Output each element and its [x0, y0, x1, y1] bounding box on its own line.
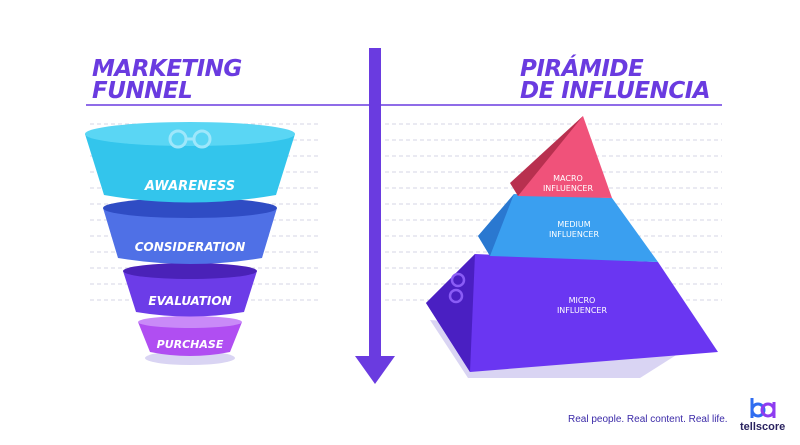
infinity-logo-icon [448, 272, 466, 304]
funnel-label-purchase: PURCHASE [157, 338, 224, 351]
influence-pyramid: MACRO INFLUENCER MEDIUM INFLUENCER MICRO… [426, 116, 718, 378]
marketing-funnel: AWARENESS CONSIDERATION EVALUATION PURCH… [85, 122, 295, 365]
funnel-stage-awareness [85, 122, 295, 203]
pyramid-macro-line2: INFLUENCER [543, 184, 594, 193]
footer-tagline: Real people. Real content. Real life. [568, 414, 728, 425]
pyramid-medium-line2: INFLUENCER [549, 230, 600, 239]
pyramid-micro-line1: MICRO [569, 296, 596, 305]
pyramid-title: PIRÁMIDE DE INFLUENCIA [520, 56, 711, 104]
funnel-label-awareness: AWARENESS [144, 179, 235, 194]
pyramid-tier-medium [478, 194, 658, 262]
pyramid-title-line2: DE INFLUENCIA [520, 78, 711, 104]
footer-brand: tellscore [740, 421, 786, 433]
pyramid-medium-line1: MEDIUM [557, 220, 590, 229]
pyramid-macro-line1: MACRO [553, 174, 583, 183]
pyramid-tier-micro [426, 254, 718, 372]
pyramid-title-line1: PIRÁMIDE [520, 56, 644, 82]
funnel-title-line2: FUNNEL [92, 78, 193, 104]
funnel-stage-evaluation [123, 263, 257, 317]
funnel-stage-purchase [138, 316, 242, 356]
funnel-label-consideration: CONSIDERATION [135, 240, 246, 254]
funnel-label-evaluation: EVALUATION [148, 294, 231, 308]
pyramid-micro-line2: INFLUENCER [557, 306, 608, 315]
tellscore-logo-icon [168, 129, 212, 149]
brand-logo-icon [750, 398, 776, 418]
funnel-title-line1: MARKETING [92, 56, 242, 82]
pyramid-tier-macro [510, 116, 612, 198]
funnel-title: MARKETING FUNNEL [92, 56, 242, 104]
funnel-stage-consideration [103, 198, 277, 264]
down-arrow-icon [355, 48, 395, 384]
